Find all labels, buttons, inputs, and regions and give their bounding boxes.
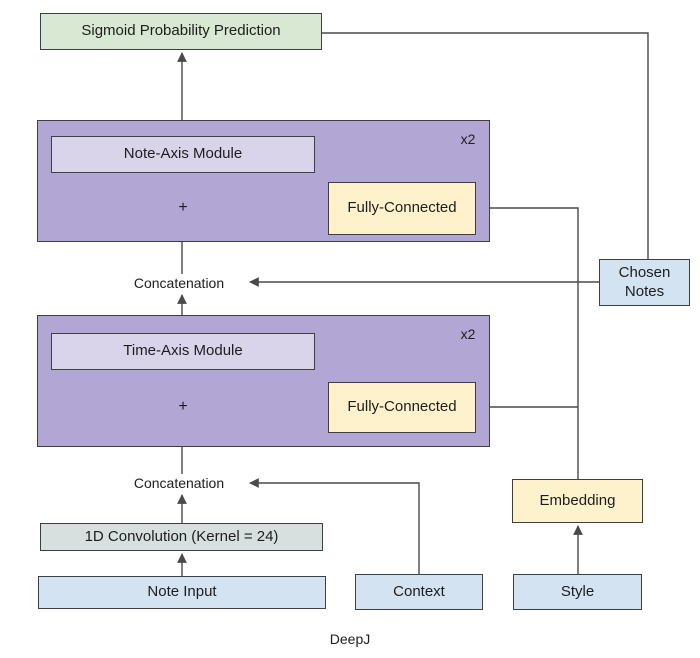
sigmoid-prediction-label: Sigmoid Probability Prediction bbox=[81, 22, 281, 40]
context-label: Context bbox=[393, 582, 445, 600]
note-input-label: Note Input bbox=[147, 583, 217, 601]
conv1d-label: 1D Convolution (Kernel = 24) bbox=[84, 527, 279, 545]
time-axis-fully-connected-box: Fully-Connected bbox=[328, 382, 476, 433]
note-axis-fully-connected-box: Fully-Connected bbox=[328, 182, 476, 235]
style-label: Style bbox=[560, 582, 595, 600]
sigmoid-prediction-box: Sigmoid Probability Prediction bbox=[40, 13, 322, 50]
note-axis-sum-symbol: + bbox=[178, 199, 188, 216]
note-axis-fully-connected-label: Fully-Connected bbox=[347, 199, 457, 217]
time-axis-sum-symbol: + bbox=[178, 398, 188, 415]
concatenation-upper-label: Concatenation bbox=[133, 275, 225, 291]
chosen-notes-label: Chosen Notes bbox=[618, 263, 671, 300]
style-box: Style bbox=[513, 574, 642, 610]
context-box: Context bbox=[355, 574, 483, 610]
note-axis-module-label: Note-Axis Module bbox=[123, 145, 243, 163]
note-axis-repeat-badge: x2 bbox=[460, 131, 476, 147]
time-axis-repeat-badge: x2 bbox=[460, 326, 476, 342]
embedding-label: Embedding bbox=[539, 491, 616, 509]
embedding-box: Embedding bbox=[512, 479, 643, 523]
chosen-notes-box: Chosen Notes bbox=[599, 259, 690, 306]
conv1d-box: 1D Convolution (Kernel = 24) bbox=[40, 523, 323, 551]
figure-caption: DeepJ bbox=[329, 631, 371, 647]
note-axis-module-box: Note-Axis Module bbox=[51, 136, 315, 173]
concatenation-lower-label: Concatenation bbox=[133, 475, 225, 491]
note-input-box: Note Input bbox=[38, 576, 326, 609]
time-axis-module-label: Time-Axis Module bbox=[123, 342, 243, 360]
time-axis-fully-connected-label: Fully-Connected bbox=[347, 398, 457, 416]
arrow-embedding-to-fc1 bbox=[479, 203, 579, 479]
time-axis-module-box: Time-Axis Module bbox=[51, 333, 315, 370]
